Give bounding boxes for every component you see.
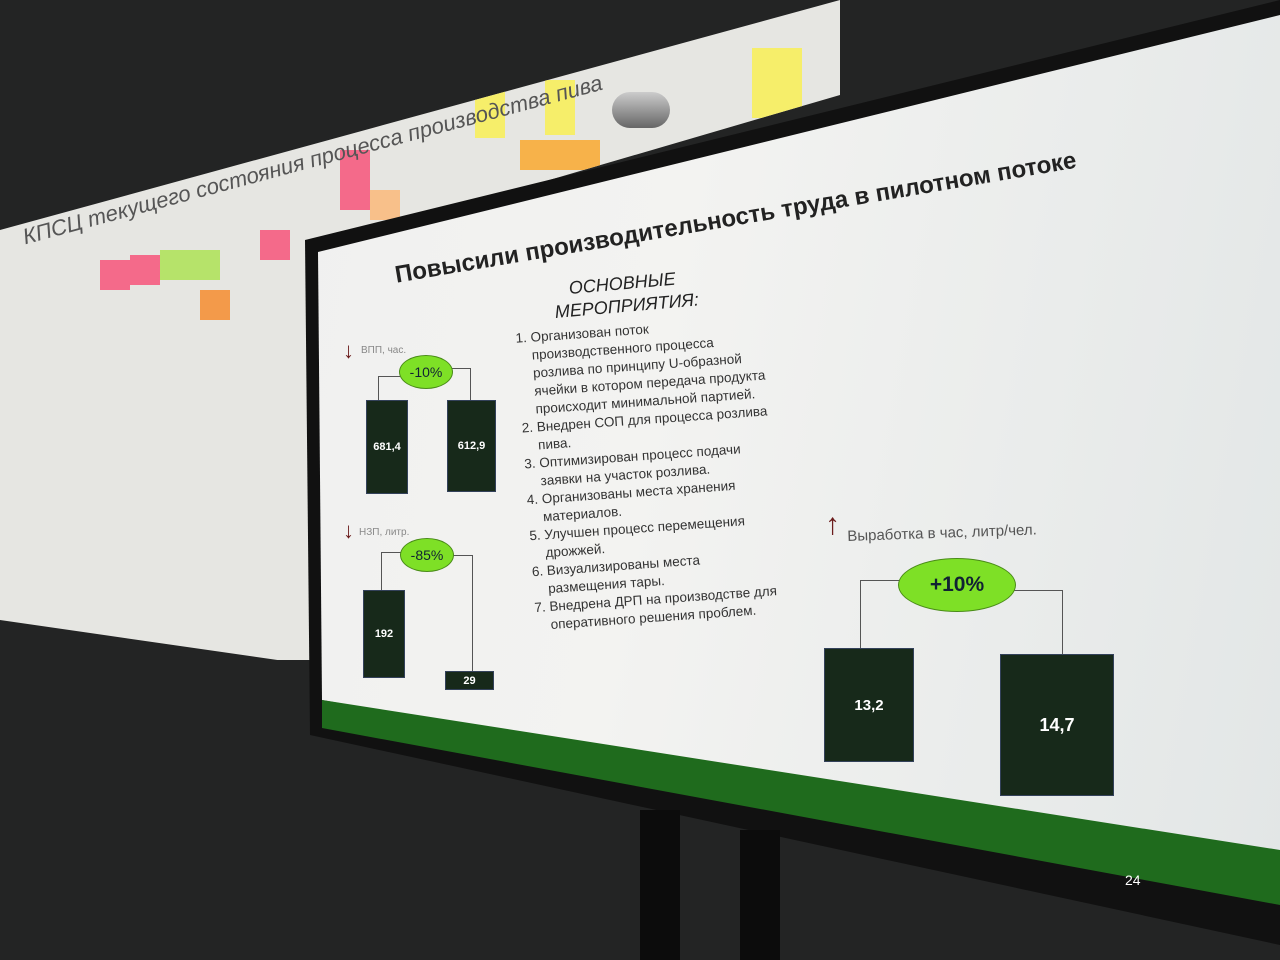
metric3-before-bar: 13,2 (824, 648, 914, 762)
down-arrow-icon: ↓ (343, 338, 354, 363)
webcam (612, 92, 670, 128)
list-item: Организован поток производственного проц… (530, 313, 768, 419)
tv-stand (740, 830, 780, 960)
metric2-change-badge: -85% (400, 538, 454, 572)
metric1-after-bar: 612,9 (447, 400, 496, 492)
metric1-label: ВПП, час. (361, 345, 407, 356)
tv-stand (640, 810, 680, 960)
metric1-before-bar: 681,4 (366, 400, 408, 494)
page-number: 24 (1125, 872, 1141, 888)
metric2-label: НЗП, литр. (359, 527, 410, 538)
metric1-change-badge: -10% (399, 355, 453, 389)
down-arrow-icon: ↓ (343, 518, 354, 543)
metric2-after-bar: 29 (445, 671, 494, 690)
actions-list: Организован поток производственного проц… (512, 313, 783, 636)
metric3-change-badge: +10% (898, 558, 1016, 612)
metric3-after-bar: 14,7 (1000, 654, 1114, 796)
up-arrow-icon: ↑ (825, 508, 840, 541)
metric2-before-bar: 192 (363, 590, 405, 678)
